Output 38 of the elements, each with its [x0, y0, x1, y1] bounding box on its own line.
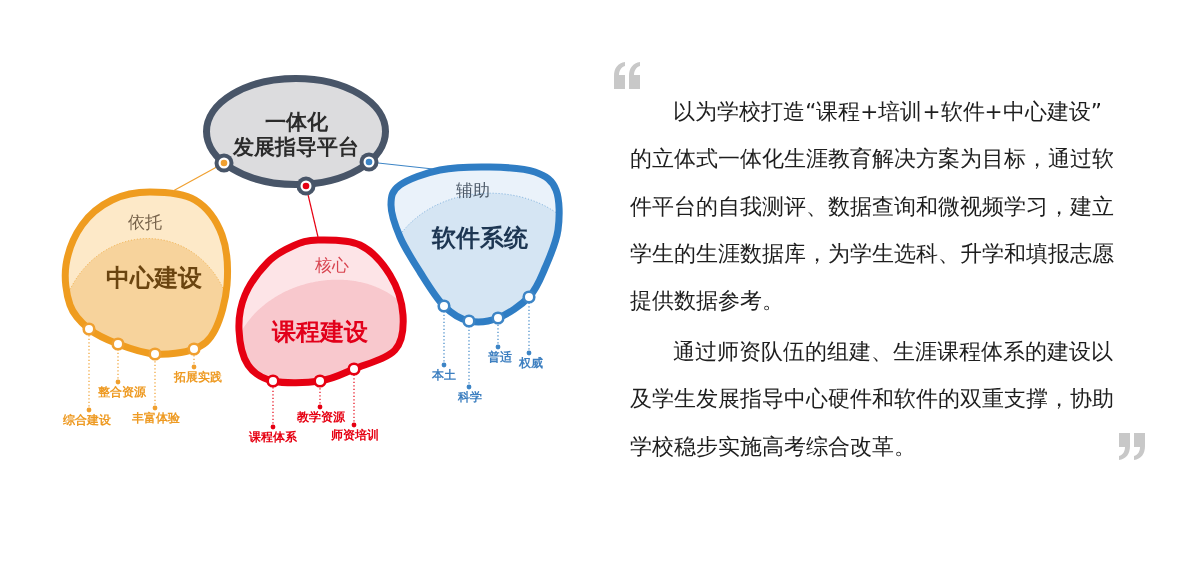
leader-label: 科学 — [458, 390, 482, 404]
leader-line — [437, 299, 451, 368]
leader-line — [347, 362, 361, 428]
leader-label: 整合资源 — [98, 385, 146, 399]
leader-line — [148, 347, 162, 411]
leader-line — [111, 337, 125, 385]
ellipse-title: 一体化发展指导平台 — [232, 110, 360, 160]
bubble-title: 课程建设 — [272, 318, 368, 346]
bubble-title: 软件系统 — [432, 224, 528, 252]
leader-label: 师资培训 — [331, 428, 379, 442]
bubble-heading: 核心 — [315, 255, 349, 275]
leader-line — [313, 374, 327, 410]
leader-label: 本土 — [432, 368, 456, 382]
leader-line — [462, 314, 476, 390]
bubble-shape — [387, 163, 562, 325]
leader-label: 丰富体验 — [132, 411, 180, 425]
leader-label: 教学资源 — [297, 410, 345, 424]
leader-label: 权威 — [519, 356, 543, 370]
leader-label: 课程体系 — [249, 430, 297, 444]
ellipse-shape — [203, 75, 389, 188]
bubble-shape — [235, 236, 407, 385]
leader-line — [266, 374, 280, 430]
connector-line — [172, 153, 234, 192]
bubble-title: 中心建设 — [106, 264, 202, 292]
paragraph-text: 以为学校打造“课程+培训+软件+中心建设”的立体式一体化生涯教育解决方案为目标，通过软件平台的自我测评、数据查询和微视频学习，建立学生的生涯数据库，为学生选科、升学和填报志愿提供数据参考。 — [630, 98, 1115, 316]
leader-line — [82, 322, 96, 413]
leader-line — [522, 290, 536, 356]
bubble-heading: 依托 — [128, 212, 162, 232]
leader-label: 普适 — [488, 350, 512, 364]
leader-line — [187, 342, 201, 370]
bubble-shape — [62, 188, 231, 358]
bubble-heading: 辅助 — [456, 180, 490, 200]
leader-label: 综合建设 — [63, 413, 111, 427]
leader-line — [491, 311, 505, 350]
connector-line — [359, 152, 434, 172]
leader-label: 拓展实践 — [174, 370, 222, 384]
connector-line — [296, 176, 319, 238]
paragraph-text: 通过师资队伍的组建、生涯课程体系的建设以及学生发展指导中心硬件和软件的双重支撑，协助学校稳步实施高考综合改革。 — [630, 338, 1115, 461]
